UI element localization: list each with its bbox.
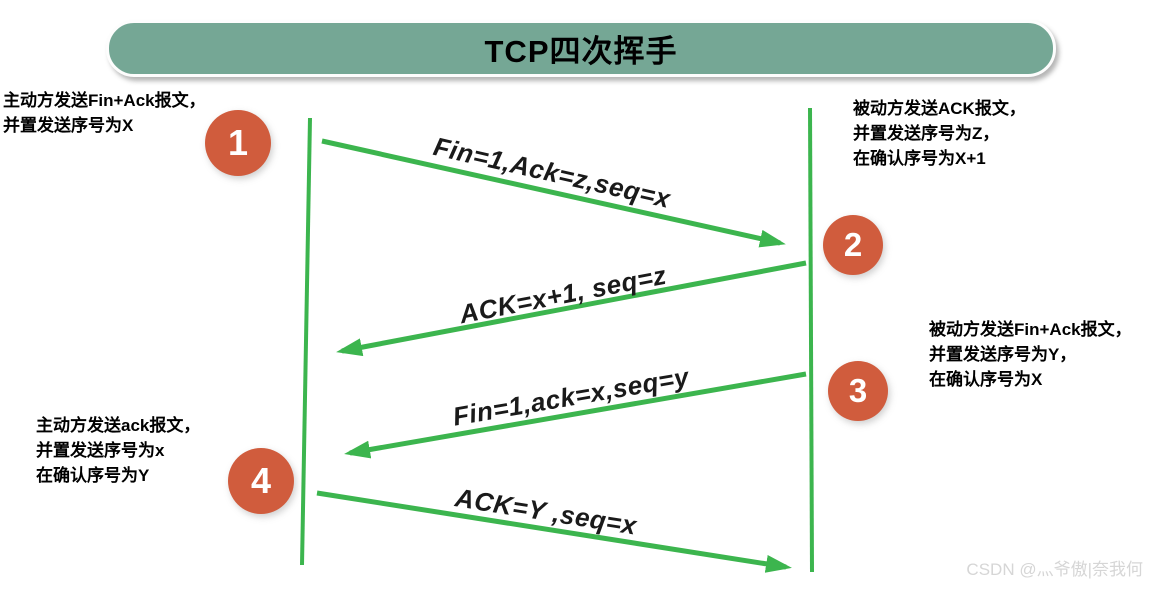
note-step-3: 被动方发送Fin+Ack报文， 并置发送序号为Y， 在确认序号为X bbox=[929, 317, 1132, 392]
arrow-fin-1 bbox=[321, 138, 786, 248]
arrow-ack-4 bbox=[316, 490, 792, 573]
note-line: 被动方发送ACK报文， bbox=[853, 99, 1026, 118]
note-line: 并置发送序号为Z， bbox=[853, 124, 1000, 143]
note-line: 被动方发送Fin+Ack报文， bbox=[929, 320, 1132, 339]
note-step-4: 主动方发送ack报文， 并置发送序号为x 在确认序号为Y bbox=[36, 413, 200, 488]
step-number-1: 1 bbox=[227, 122, 249, 163]
note-line: 并置发送序号为x bbox=[36, 441, 165, 460]
note-line: 并置发送序号为X bbox=[3, 116, 134, 135]
title-banner: TCP四次挥手 bbox=[106, 20, 1056, 77]
step-circle-1: 1 bbox=[205, 110, 271, 176]
note-step-2: 被动方发送ACK报文， 并置发送序号为Z， 在确认序号为X+1 bbox=[853, 96, 1026, 171]
passive-timeline bbox=[808, 107, 814, 573]
diagram-title: TCP四次挥手 bbox=[484, 34, 678, 69]
step-number-3: 3 bbox=[848, 372, 868, 409]
arrow-ack-2 bbox=[336, 260, 807, 357]
note-line: 在确认序号为X bbox=[929, 370, 1043, 389]
csdn-watermark: CSDN @灬爷傲|奈我何 bbox=[966, 560, 1143, 579]
note-step-1: 主动方发送Fin+Ack报文， 并置发送序号为X bbox=[3, 88, 206, 138]
note-line: 并置发送序号为Y， bbox=[929, 345, 1077, 364]
step-number-2: 2 bbox=[843, 226, 863, 263]
step-circle-3: 3 bbox=[828, 361, 888, 421]
step-circle-4: 4 bbox=[228, 448, 294, 514]
step-circle-2: 2 bbox=[823, 215, 883, 275]
arrow-fin-3 bbox=[344, 371, 807, 459]
note-line: 在确认序号为Y bbox=[36, 466, 150, 485]
note-line: 主动方发送ack报文， bbox=[36, 416, 201, 435]
active-timeline bbox=[300, 117, 312, 566]
note-line: 主动方发送Fin+Ack报文， bbox=[3, 91, 206, 110]
note-line: 在确认序号为X+1 bbox=[853, 149, 986, 168]
step-number-4: 4 bbox=[250, 460, 272, 501]
